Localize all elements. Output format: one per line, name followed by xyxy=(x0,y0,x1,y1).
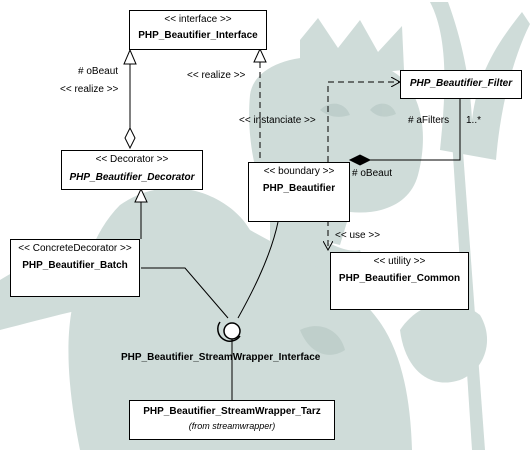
class-name: PHP_Beautifier_Interface xyxy=(138,30,258,41)
stereotype-label: << interface >> xyxy=(164,14,232,25)
obeaut-left-label: # oBeaut xyxy=(78,66,119,77)
aggregation-diamond xyxy=(124,126,136,150)
package-note: (from streamwrapper) xyxy=(188,421,276,431)
instanciate-label: << instanciate >> xyxy=(239,115,316,126)
stereotype-label: << utility >> xyxy=(373,256,426,267)
obeaut-right-label: # oBeaut xyxy=(352,168,393,179)
stereotype-label: << ConcreteDecorator >> xyxy=(18,243,132,254)
required-interface-socket xyxy=(217,321,241,342)
stream-wrapper-interface-label: PHP_Beautifier_StreamWrapper_Interface xyxy=(121,352,321,363)
multiplicity-label: 1..* xyxy=(466,115,482,126)
realize-left-label: << realize >> xyxy=(60,84,119,95)
filter-composition-line xyxy=(370,99,461,161)
class-name: PHP_Beautifier_StreamWrapper_Tarz xyxy=(143,406,321,417)
class-boundary[interactable]: << boundary >> PHP_Beautifier xyxy=(248,162,350,222)
realize-mid-label: << realize >> xyxy=(187,70,246,81)
afilters-label: # aFilters xyxy=(408,115,450,126)
class-batch[interactable]: << ConcreteDecorator >> PHP_Beautifier_B… xyxy=(10,239,140,297)
batch-socket-line xyxy=(141,267,229,319)
class-name: PHP_Beautifier_Common xyxy=(338,273,461,284)
generalization-triangle xyxy=(134,187,148,203)
class-name: PHP_Beautifier_Batch xyxy=(22,260,128,271)
class-name: PHP_Beautifier_Decorator xyxy=(69,172,195,183)
realize-triangle-mid xyxy=(253,47,267,63)
instanciate-line xyxy=(327,82,400,162)
class-name: PHP_Beautifier_Filter xyxy=(409,78,513,89)
class-common[interactable]: << utility >> PHP_Beautifier_Common xyxy=(330,252,469,310)
class-interface[interactable]: << interface >> PHP_Beautifier_Interface xyxy=(129,10,267,50)
class-tarz[interactable]: PHP_Beautifier_StreamWrapper_Tarz (from … xyxy=(129,400,335,440)
stereotype-label: << Decorator >> xyxy=(95,154,169,165)
class-decorator[interactable]: << Decorator >> PHP_Beautifier_Decorator xyxy=(61,150,203,190)
composition-diamond xyxy=(348,154,372,166)
beautifier-socket-line xyxy=(237,221,279,319)
class-name: PHP_Beautifier xyxy=(262,183,336,194)
use-label: << use >> xyxy=(335,230,381,241)
class-filter[interactable]: PHP_Beautifier_Filter xyxy=(400,70,522,99)
provided-interface-ball xyxy=(223,322,241,340)
stereotype-label: << boundary >> xyxy=(263,166,335,177)
realize-triangle-left xyxy=(123,48,137,65)
